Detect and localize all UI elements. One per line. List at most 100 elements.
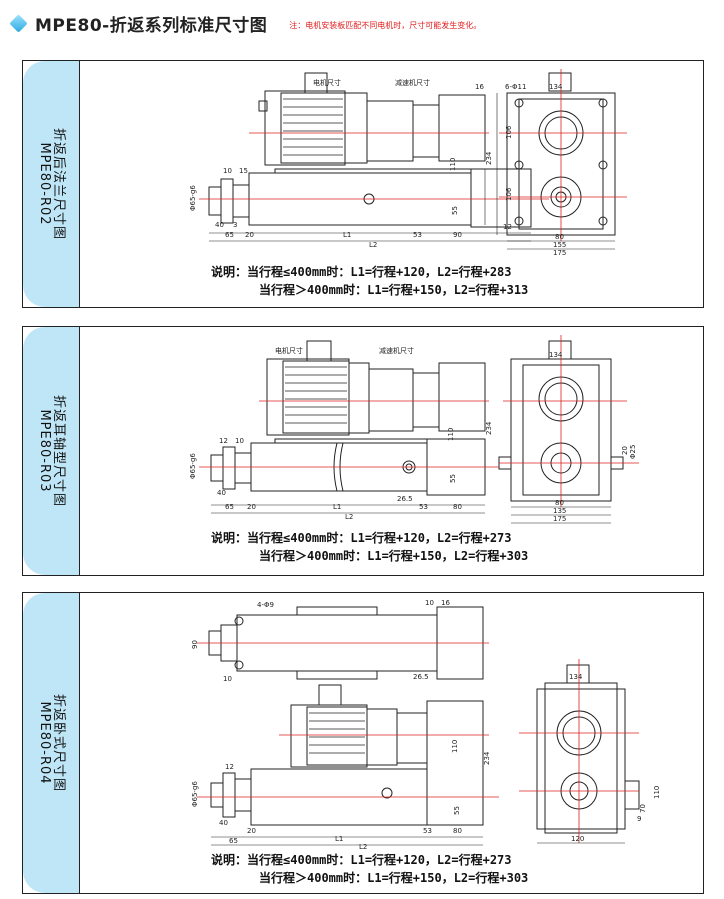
notes: 说明：当行程≤400mm时：L1=行程+120，L2=行程+273 当行程＞40… xyxy=(211,529,528,565)
label-motor: 电机尺寸 xyxy=(313,78,341,87)
note-line-1: 当行程≤400mm时：L1=行程+120，L2=行程+283 xyxy=(247,265,512,279)
tab-title: 折返耳轴型尺寸图 xyxy=(51,394,66,508)
label-reducer: 减速机尺寸 xyxy=(379,346,414,355)
dim-40: 40 xyxy=(215,221,224,229)
dim-65: 65 xyxy=(229,837,238,845)
dim-40: 40 xyxy=(217,489,226,497)
dim-120: 120 xyxy=(571,835,584,843)
page-header: MPE80-折返系列标准尺寸图 注：电机安装板匹配不同电机时，尺寸可能发生变化。 xyxy=(6,8,481,38)
dim-55: 55 xyxy=(449,474,457,483)
page-title: MPE80-折返系列标准尺寸图 xyxy=(35,15,268,36)
dim-L2: L2 xyxy=(359,843,367,851)
dim-10: 10 xyxy=(235,437,244,445)
dim-d25: Φ25 xyxy=(629,445,637,459)
dim-135: 135 xyxy=(553,507,566,515)
dim-80b: 80 xyxy=(555,499,564,507)
dim-16: 16 xyxy=(475,83,484,91)
dimension-drawing: 4-Φ9 90 10 10 16 26.5 L1 L2 65 20 53 80 … xyxy=(191,599,661,851)
dim-106a: 106 xyxy=(505,125,513,139)
dim-bolt: 4-Φ9 xyxy=(257,601,274,609)
dim-234: 234 xyxy=(485,421,493,435)
tab-title: 折返卧式尺寸图 xyxy=(51,693,66,793)
dim-134: 134 xyxy=(549,83,563,91)
dim-3: 3 xyxy=(233,221,237,229)
tab-code: MPE80-R02 xyxy=(37,142,52,226)
dim-110: 110 xyxy=(451,740,459,753)
dim-bolt: 6-Φ11 xyxy=(505,83,526,91)
dim-L2: L2 xyxy=(369,241,377,249)
dim-80: 80 xyxy=(555,233,564,241)
dim-110: 110 xyxy=(449,158,457,171)
dim-55: 55 xyxy=(451,206,459,215)
dim-26: 26.5 xyxy=(397,495,413,503)
dim-12: 12 xyxy=(225,763,234,771)
dim-20: 20 xyxy=(245,231,254,239)
dim-10: 10 xyxy=(223,675,232,683)
dim-155: 155 xyxy=(553,241,566,249)
drawing-area: 4-Φ9 90 10 10 16 26.5 L1 L2 65 20 53 80 … xyxy=(79,593,703,893)
dim-90: 90 xyxy=(191,640,199,649)
dim-175: 175 xyxy=(553,515,566,523)
dim-20b: 20 xyxy=(621,446,629,455)
header-note: 注：电机安装板匹配不同电机时，尺寸可能发生变化。 xyxy=(289,20,482,30)
dim-80: 80 xyxy=(453,827,462,835)
dim-shaft: Φ65-g6 xyxy=(189,185,197,211)
dim-40: 40 xyxy=(219,819,228,827)
note-prefix: 说明： xyxy=(211,853,248,867)
dim-L1: L1 xyxy=(333,503,341,511)
dim-12: 12 xyxy=(219,437,228,445)
dimension-drawing: 电机尺寸 减速机尺寸 L1 L2 65 20 53 90 40 3 10 15 … xyxy=(189,69,627,257)
dim-53: 53 xyxy=(413,231,422,239)
tab-code: MPE80-R03 xyxy=(37,409,52,493)
dim-65: 65 xyxy=(225,231,234,239)
dim-53: 53 xyxy=(423,827,432,835)
diamond-bullet-icon xyxy=(9,13,28,33)
dim-26: 26.5 xyxy=(413,673,429,681)
note-line-1: 当行程≤400mm时：L1=行程+120，L2=行程+273 xyxy=(247,853,512,867)
dim-12: 12 xyxy=(503,223,512,231)
dim-shaft: Φ65-g6 xyxy=(191,781,199,807)
dim-234: 234 xyxy=(485,151,493,165)
note-line-2: 当行程＞400mm时：L1=行程+150，L2=行程+303 xyxy=(259,871,529,885)
note-line-2: 当行程＞400mm时：L1=行程+150，L2=行程+303 xyxy=(259,549,529,563)
dim-110: 110 xyxy=(447,428,455,441)
tab-title: 折返后法兰尺寸图 xyxy=(51,127,66,241)
dim-53: 53 xyxy=(419,503,428,511)
drawing-area: 电机尺寸 减速机尺寸 L1 L2 65 20 53 80 40 12 10 26… xyxy=(79,327,703,575)
dim-9: 9 xyxy=(637,815,641,823)
note-prefix: 说明： xyxy=(211,531,248,545)
dim-65: 65 xyxy=(225,503,234,511)
notes: 说明：当行程≤400mm时：L1=行程+120，L2=行程+283 当行程＞40… xyxy=(211,263,528,299)
dim-L1: L1 xyxy=(343,231,351,239)
drawing-area: 电机尺寸 减速机尺寸 L1 L2 65 20 53 90 40 3 10 15 … xyxy=(79,61,703,307)
dim-L1: L1 xyxy=(335,835,343,843)
dim-234: 234 xyxy=(483,751,491,765)
dim-110b: 110 xyxy=(653,786,661,799)
dim-10: 10 xyxy=(223,167,232,175)
dim-20: 20 xyxy=(247,503,256,511)
dim-shaft: Φ65-g6 xyxy=(189,453,197,479)
tab-code: MPE80-R04 xyxy=(37,701,52,785)
note-line-1: 当行程≤400mm时：L1=行程+120，L2=行程+273 xyxy=(247,531,512,545)
dimension-drawing: 电机尺寸 减速机尺寸 L1 L2 65 20 53 80 40 12 10 26… xyxy=(189,335,639,524)
note-line-2: 当行程＞400mm时：L1=行程+150，L2=行程+313 xyxy=(259,283,529,297)
dim-20: 20 xyxy=(247,827,256,835)
dim-106b: 106 xyxy=(505,187,513,201)
dim-55: 55 xyxy=(453,806,461,815)
label-reducer: 减速机尺寸 xyxy=(395,78,430,87)
dim-175: 175 xyxy=(553,249,566,257)
notes: 说明：当行程≤400mm时：L1=行程+120，L2=行程+273 当行程＞40… xyxy=(211,851,528,887)
label-motor: 电机尺寸 xyxy=(275,346,303,355)
dim-134: 134 xyxy=(569,673,583,681)
dim-134: 134 xyxy=(549,351,563,359)
dim-70: 70 xyxy=(639,804,647,813)
dim-80: 80 xyxy=(453,503,462,511)
dim-16: 16 xyxy=(441,599,450,607)
dim-15: 15 xyxy=(239,167,248,175)
